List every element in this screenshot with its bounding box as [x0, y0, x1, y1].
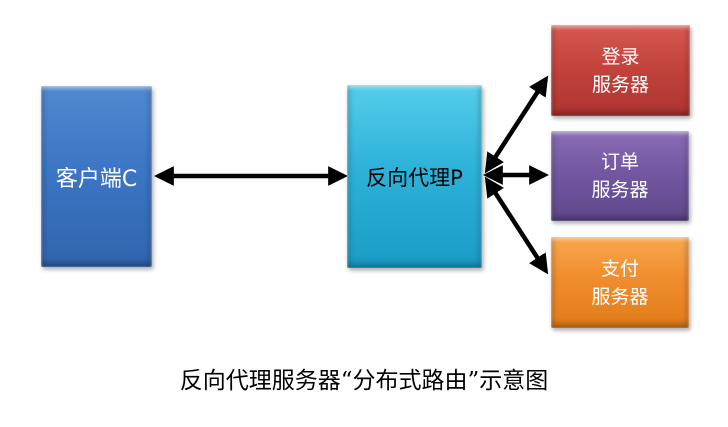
node-order-server: 订单 服务器 — [551, 131, 689, 221]
node-client-label: 客户端C — [55, 166, 138, 192]
diagram-caption: 反向代理服务器“分布式路由”示意图 — [179, 368, 549, 394]
arrow-proxy-login — [484, 75, 549, 174]
node-login-server-label-line2: 服务器 — [591, 73, 649, 96]
node-order-server-label-line2: 服务器 — [591, 179, 649, 201]
node-payment-server-label-line2: 服务器 — [591, 285, 649, 308]
node-order-server-label-line1: 订单 — [600, 151, 639, 173]
node-client: 客户端C — [41, 86, 152, 267]
node-payment-server: 支付 服务器 — [551, 237, 689, 328]
node-reverse-proxy: 反向代理P — [347, 85, 482, 268]
node-login-server: 登录 服务器 — [551, 25, 690, 116]
node-payment-server-label-line1: 支付 — [600, 257, 639, 280]
node-login-server-label-line1: 登录 — [601, 45, 640, 68]
node-reverse-proxy-label: 反向代理P — [366, 165, 463, 190]
arrow-proxy-payment — [484, 176, 549, 275]
